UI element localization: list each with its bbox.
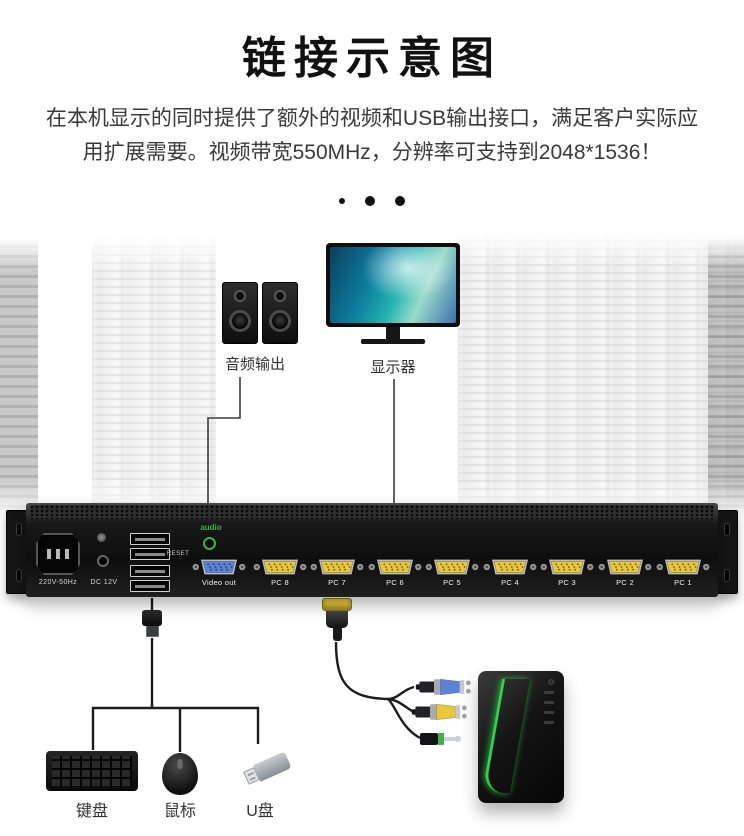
vga-port-pc2: PC 2: [598, 557, 652, 587]
keyboard-label: 键盘: [75, 803, 108, 820]
kvm-switch-device: 220V-50Hz DC 12V audio RESET Video out P…: [0, 503, 744, 603]
port-label: PC 8: [271, 578, 289, 587]
usb-drive-icon: [238, 746, 294, 796]
vga-cable-connector-icon: [321, 598, 353, 641]
speaker-woofer-icon: [229, 310, 251, 332]
monitor-illustration: [326, 243, 460, 344]
vga-port-icon: [192, 557, 246, 577]
audio-output-label: 音频输出: [224, 356, 285, 373]
description: 在本机显示的同时提供了额外的视频和USB输出接口，满足客户实际应 用扩展需要。视…: [0, 102, 744, 170]
vga-port-pc7: PC 7: [310, 557, 364, 587]
audio-plug-icon: [420, 733, 461, 745]
device-vent-grille: [30, 505, 714, 519]
power-spec-label: 220V-50Hz: [38, 579, 78, 586]
port-label: PC 3: [558, 578, 576, 587]
vga-port-icon: [425, 557, 479, 577]
usb-plug-icon: [142, 610, 162, 637]
vga-port-pc6: PC 6: [368, 557, 422, 587]
tower-front-ports: [544, 691, 554, 724]
ac-power-inlet-icon: [36, 533, 80, 575]
speaker-tweeter-icon: [234, 290, 246, 302]
decorative-dots: [0, 196, 744, 206]
port-label: PC 6: [386, 578, 404, 587]
tower-accent-light: [481, 679, 531, 793]
dc-power-jack-icon: [97, 555, 109, 567]
usb-drive-label: U盘: [246, 803, 274, 820]
mouse-icon: [162, 753, 198, 795]
vga-port-pc8: PC 8: [253, 557, 307, 587]
dot-icon: [365, 196, 375, 206]
vga-port-video-out: Video out: [192, 557, 246, 587]
vga-port-pc5: PC 5: [425, 557, 479, 587]
audio-jack-label: audio: [200, 523, 222, 532]
tower-power-button-icon: [548, 679, 554, 685]
vga-port-pc1: PC 1: [656, 557, 710, 587]
speaker-left-icon: [222, 282, 258, 344]
vga-port-icon: [368, 557, 422, 577]
server-rack-background-left: [92, 236, 216, 520]
vga-port-icon: [310, 557, 364, 577]
port-label: PC 7: [328, 578, 346, 587]
vga-blue-connector-icon: [414, 676, 476, 698]
monitor-stand-base: [361, 339, 425, 344]
vga-port-icon: [253, 557, 307, 577]
monitor-label: 显示器: [370, 359, 416, 376]
usb-port-icon: [130, 548, 170, 560]
keyboard-icon: [46, 751, 138, 791]
usb-port-icon: [130, 565, 170, 577]
vga-port-icon: [598, 557, 652, 577]
vga-yellow-connector-icon: [410, 701, 472, 723]
vga-port-pc3: PC 3: [540, 557, 594, 587]
computer-tower-illustration: [478, 671, 564, 803]
speaker-right-icon: [262, 282, 298, 344]
server-rack-background-left-edge: [0, 238, 38, 518]
speakers-illustration: [222, 282, 298, 344]
description-line-1: 在本机显示的同时提供了额外的视频和USB输出接口，满足客户实际应: [45, 107, 699, 130]
usb-port-icon: [130, 580, 170, 592]
port-label: PC 5: [443, 578, 461, 587]
port-label: PC 1: [674, 578, 692, 587]
page-title: 链接示意图: [242, 34, 502, 83]
usb-port-icon: [130, 533, 170, 545]
port-label: PC 2: [616, 578, 634, 587]
speaker-woofer-icon: [269, 310, 291, 332]
monitor-frame-icon: [326, 243, 460, 327]
vga-port-pc4: PC 4: [483, 557, 537, 587]
server-rack-background-right-edge: [708, 238, 744, 518]
dot-icon: [395, 196, 405, 206]
speaker-tweeter-icon: [274, 290, 286, 302]
video-out-label: Video out: [201, 578, 237, 587]
ground-screw-icon: [97, 533, 106, 542]
server-rack-background-right: [458, 232, 744, 522]
vga-port-icon: [656, 557, 710, 577]
dot-icon: [339, 198, 345, 204]
port-label: PC 4: [501, 578, 519, 587]
monitor-stand-neck: [386, 327, 400, 339]
dc-power-label: DC 12V: [90, 579, 118, 586]
reset-label: RESET: [166, 551, 190, 557]
vga-port-icon: [483, 557, 537, 577]
audio-jack-icon: [203, 537, 216, 550]
mouse-label: 鼠标: [163, 803, 196, 820]
description-line-2: 用扩展需要。视频带宽550MHz，分辨率可支持到2048*1536！: [82, 141, 662, 164]
monitor-screen-icon: [330, 247, 456, 323]
mouse-wheel-icon: [177, 759, 183, 769]
vga-port-icon: [540, 557, 594, 577]
